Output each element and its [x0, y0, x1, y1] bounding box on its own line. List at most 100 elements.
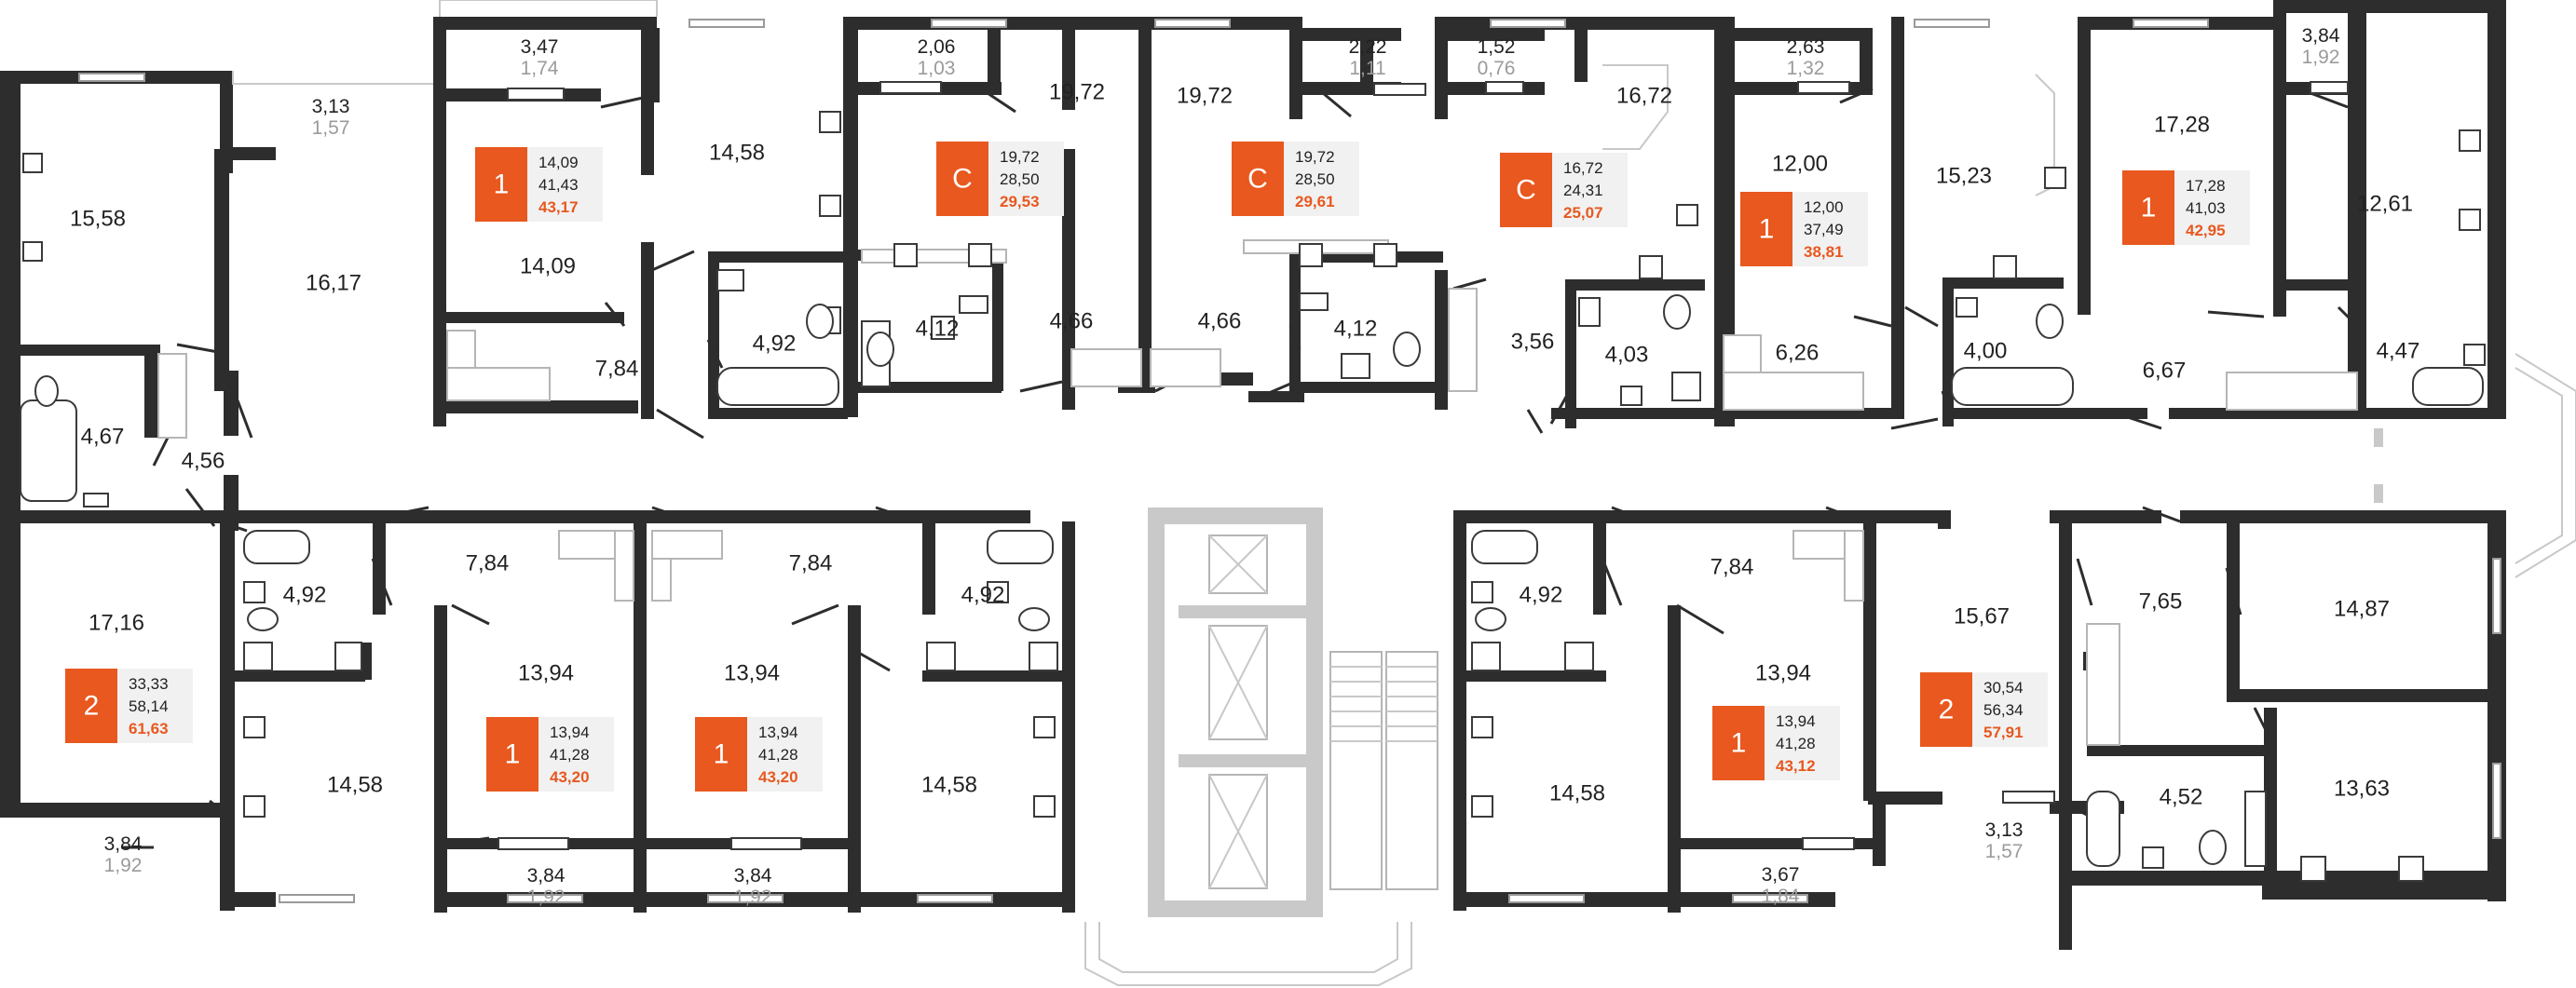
total-area: 28,50	[1295, 170, 1335, 188]
balcony: 3,67 1,84	[1762, 864, 1800, 907]
room-count: 1	[714, 739, 729, 770]
svg-text:1,92: 1,92	[734, 886, 772, 908]
room-area: 4,56	[182, 448, 225, 473]
svg-text:2,63: 2,63	[1787, 36, 1825, 58]
balcony: 3,84 1,92	[104, 833, 143, 876]
room-area: 4,92	[961, 582, 1005, 607]
apartment-card[interactable]: 2 30,54 56,34 57,91	[1920, 672, 2048, 747]
room-area: 15,67	[1954, 603, 2010, 629]
total-area-with-balcony: 29,53	[1000, 193, 1040, 210]
room-count-badge	[2122, 170, 2174, 245]
svg-text:1,52: 1,52	[1478, 36, 1516, 58]
svg-text:3,84: 3,84	[2302, 25, 2340, 47]
room-area: 4,03	[1605, 342, 1649, 367]
room-area: 14,58	[327, 772, 383, 797]
room-area: 16,17	[306, 270, 361, 295]
svg-text:1,32: 1,32	[1787, 58, 1825, 79]
room-area: 4,92	[283, 582, 327, 607]
total-area: 41,03	[2186, 199, 2226, 217]
room-area: 19,72	[1049, 79, 1105, 104]
room-count-badge	[475, 147, 527, 222]
living-area: 16,72	[1563, 159, 1603, 177]
room-area: 12,61	[2357, 191, 2413, 216]
balcony: 2,06 1,03	[918, 36, 956, 79]
living-area: 30,54	[1983, 679, 2024, 697]
total-area-with-balcony: 42,95	[2186, 222, 2226, 239]
room-count: С	[1247, 164, 1268, 195]
living-area: 19,72	[1000, 148, 1040, 166]
living-area: 33,33	[129, 675, 169, 693]
apartment-card[interactable]: С 19,72 28,50 29,53	[936, 142, 1064, 216]
balcony: 1,52 0,76	[1478, 36, 1516, 79]
room-area: 16,72	[1616, 83, 1672, 108]
room-count-badge	[486, 717, 538, 792]
room-area: 4,66	[1050, 308, 1094, 333]
room-area: 6,26	[1776, 340, 1820, 365]
room-count-badge	[65, 669, 117, 743]
apartment-card[interactable]: С 19,72 28,50 29,61	[1232, 142, 1359, 216]
svg-text:1,92: 1,92	[2302, 47, 2340, 68]
room-area: 13,94	[724, 660, 780, 685]
room-count-badge	[1232, 142, 1284, 216]
living-area: 13,94	[758, 724, 798, 741]
apartment-card[interactable]: 1 13,94 41,28 43,12	[1712, 706, 1840, 780]
total-area-with-balcony: 61,63	[129, 720, 169, 738]
total-area: 58,14	[129, 697, 169, 715]
room-area: 4,66	[1198, 308, 1242, 333]
room-area: 14,87	[2334, 596, 2390, 621]
total-area-with-balcony: 43,20	[758, 768, 798, 786]
room-area: 13,94	[518, 660, 574, 685]
room-area: 4,47	[2377, 338, 2420, 363]
apartment-cards: 1 14,09 41,43 43,17 С 19,72 28,50 29,53 …	[65, 142, 2250, 792]
balcony: 3,84 1,92	[527, 865, 566, 908]
room-area: 4,92	[753, 331, 797, 356]
room-count: 1	[1731, 728, 1747, 759]
room-area: 15,23	[1936, 163, 1992, 188]
room-area: 7,84	[789, 550, 833, 575]
apartment-card[interactable]: 1 12,00 37,49 38,81	[1740, 192, 1868, 266]
apartment-card[interactable]: 2 33,33 58,14 61,63	[65, 669, 193, 743]
room-area: 4,12	[916, 316, 960, 341]
apartment-card[interactable]: 1 13,94 41,28 43,20	[486, 717, 614, 792]
svg-text:1,57: 1,57	[1985, 841, 2024, 862]
balcony: 3,13 1,57	[312, 96, 350, 139]
svg-text:3,13: 3,13	[312, 96, 350, 117]
apartment-card[interactable]: 1 14,09 41,43 43,17	[475, 147, 603, 222]
svg-text:3,13: 3,13	[1985, 819, 2024, 841]
room-area: 14,58	[709, 140, 765, 165]
apartment-card[interactable]: 1 17,28 41,03 42,95	[2122, 170, 2250, 245]
living-area: 13,94	[1776, 712, 1816, 730]
apartment-card[interactable]: 1 13,94 41,28 43,20	[695, 717, 823, 792]
svg-text:1,03: 1,03	[918, 58, 956, 79]
balcony: 3,84 1,92	[734, 865, 772, 908]
room-area: 15,58	[70, 206, 126, 231]
total-area-with-balcony: 25,07	[1563, 204, 1603, 222]
apartment-card[interactable]: С 16,72 24,31 25,07	[1500, 153, 1628, 227]
room-area: 4,92	[1520, 582, 1563, 607]
room-area: 14,58	[921, 772, 977, 797]
room-area: 7,65	[2139, 589, 2183, 614]
room-count: 2	[1939, 695, 1955, 725]
room-count-badge	[1740, 192, 1792, 266]
elevator-shaft	[1208, 535, 1268, 889]
total-area-with-balcony: 38,81	[1804, 243, 1844, 261]
total-area: 37,49	[1804, 221, 1844, 238]
total-area: 41,43	[538, 176, 579, 194]
room-count: 1	[1759, 214, 1775, 245]
total-area: 41,28	[550, 746, 590, 764]
room-labels: 15,58 16,17 4,67 4,56 14,09 14,58 7,84 4…	[70, 79, 2419, 809]
balcony: 3,84 1,92	[2302, 25, 2340, 68]
svg-text:2,22: 2,22	[1349, 36, 1387, 58]
room-count: 2	[84, 691, 100, 722]
building-core	[1084, 508, 1438, 986]
room-area: 17,16	[89, 610, 144, 635]
balcony-labels: 3,47 1,74 3,13 1,57 2,06 1,03 2,22 1,11 …	[104, 25, 2340, 908]
room-area: 6,67	[2143, 358, 2187, 383]
total-area: 24,31	[1563, 182, 1603, 199]
svg-text:1,74: 1,74	[521, 58, 559, 79]
svg-text:0,76: 0,76	[1478, 58, 1516, 79]
room-count: 1	[2141, 193, 2157, 223]
balcony: 2,22 1,11	[1349, 36, 1387, 79]
room-area: 4,12	[1334, 316, 1378, 341]
